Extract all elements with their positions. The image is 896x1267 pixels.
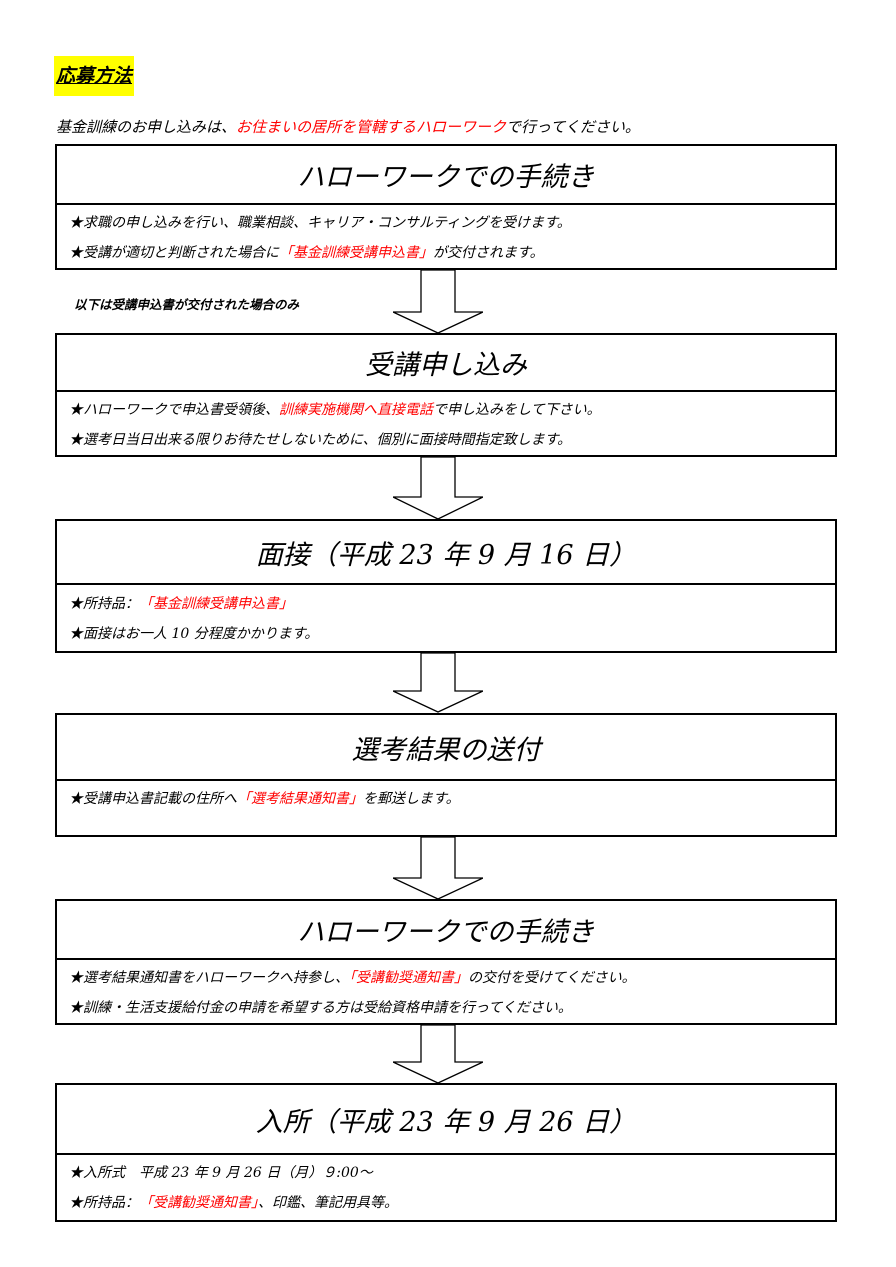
step-box-application: 受講申し込み ★ハローワークで申込書受領後、訓練実施機関へ直接電話で申し込みをし… xyxy=(55,333,837,457)
step-heading: 入所（平成 23 年 9 月 26 日） xyxy=(57,1085,835,1155)
step-body: ★受講申込書記載の住所へ「選考結果通知書」を郵送します。 xyxy=(57,781,835,814)
line-highlight: 「選考結果通知書」 xyxy=(237,791,363,807)
line-text: ★受講申込書記載の住所へ xyxy=(69,791,237,807)
step-line: ★受講申込書記載の住所へ「選考結果通知書」を郵送します。 xyxy=(69,784,835,814)
step-line: ★訓練・生活支援給付金の申請を希望する方は受給資格申請を行ってください。 xyxy=(69,993,835,1023)
line-highlight: 「受講勧奨通知書」 xyxy=(139,1195,258,1211)
step-line: ★選考結果通知書をハローワークへ持参し、「受講勧奨通知書」の交付を受けてください… xyxy=(69,963,835,993)
step-box-hellowork-1: ハローワークでの手続き ★求職の申し込みを行い、職業相談、キャリア・コンサルティ… xyxy=(55,144,837,270)
step-box-hellowork-2: ハローワークでの手続き ★選考結果通知書をハローワークへ持参し、「受講勧奨通知書… xyxy=(55,899,837,1025)
line-text: ★所持品： xyxy=(69,596,139,612)
step-line: ★ハローワークで申込書受領後、訓練実施機関へ直接電話で申し込みをして下さい。 xyxy=(69,395,835,425)
line-text: ★ハローワークで申込書受領後、 xyxy=(69,402,279,418)
condition-note: 以下は受講申込書が交付された場合のみ xyxy=(74,297,300,312)
down-arrow-icon xyxy=(393,457,483,520)
step-heading: ハローワークでの手続き xyxy=(57,146,835,205)
step-body: ★求職の申し込みを行い、職業相談、キャリア・コンサルティングを受けます。 ★受講… xyxy=(57,205,835,268)
line-text: の交付を受けてください。 xyxy=(468,970,636,986)
line-text: 、印鑑、筆記用具等。 xyxy=(258,1195,398,1211)
step-line: ★受講が適切と判断された場合に「基金訓練受講申込書」が交付されます。 xyxy=(69,238,835,268)
step-line: ★求職の申し込みを行い、職業相談、キャリア・コンサルティングを受けます。 xyxy=(69,208,835,238)
line-highlight: 訓練実施機関へ直接電話 xyxy=(279,402,433,418)
line-text: を郵送します。 xyxy=(363,791,460,807)
line-text: が交付されます。 xyxy=(433,245,544,261)
line-text: ★所持品： xyxy=(69,1195,139,1211)
step-body: ★所持品：「基金訓練受講申込書」 ★面接はお一人 10 分程度かかります。 xyxy=(57,585,835,649)
step-line: ★所持品：「基金訓練受講申込書」 xyxy=(69,589,835,619)
line-highlight: 「基金訓練受講申込書」 xyxy=(279,245,433,261)
intro-after: で行ってください。 xyxy=(506,118,640,136)
line-text: ★受講が適切と判断された場合に xyxy=(69,245,279,261)
step-line: ★面接はお一人 10 分程度かかります。 xyxy=(69,619,835,649)
step-heading: 受講申し込み xyxy=(57,335,835,392)
line-text: ★選考日当日出来る限りお待たせしないために、個別に面接時間指定致します。 xyxy=(69,432,572,448)
intro-text: 基金訓練のお申し込みは、お住まいの居所を管轄するハローワークで行ってください。 xyxy=(56,116,640,137)
line-text: ★訓練・生活支援給付金の申請を希望する方は受給資格申請を行ってください。 xyxy=(69,1000,572,1016)
step-heading: 面接（平成 23 年 9 月 16 日） xyxy=(57,521,835,585)
page-title: 応募方法 xyxy=(54,56,135,96)
step-body: ★ハローワークで申込書受領後、訓練実施機関へ直接電話で申し込みをして下さい。 ★… xyxy=(57,392,835,455)
step-box-admission: 入所（平成 23 年 9 月 26 日） ★入所式 平成 23 年 9 月 26… xyxy=(55,1083,837,1222)
line-text: ★面接はお一人 10 分程度かかります。 xyxy=(69,626,319,642)
step-box-result: 選考結果の送付 ★受講申込書記載の住所へ「選考結果通知書」を郵送します。 xyxy=(55,713,837,837)
down-arrow-icon xyxy=(393,653,483,713)
down-arrow-icon xyxy=(393,270,483,334)
step-body: ★選考結果通知書をハローワークへ持参し、「受講勧奨通知書」の交付を受けてください… xyxy=(57,960,835,1023)
intro-highlight: お住まいの居所を管轄するハローワーク xyxy=(236,118,507,136)
step-line: ★選考日当日出来る限りお待たせしないために、個別に面接時間指定致します。 xyxy=(69,425,835,455)
line-text: で申し込みをして下さい。 xyxy=(433,402,601,418)
down-arrow-icon xyxy=(393,837,483,900)
line-highlight: 「基金訓練受講申込書」 xyxy=(139,596,293,612)
line-text: ★選考結果通知書をハローワークへ持参し、 xyxy=(69,970,349,986)
step-line: ★所持品：「受講勧奨通知書」、印鑑、筆記用具等。 xyxy=(69,1188,835,1218)
intro-before: 基金訓練のお申し込みは、 xyxy=(56,118,237,136)
line-highlight: 「受講勧奨通知書」 xyxy=(349,970,468,986)
step-line: ★入所式 平成 23 年 9 月 26 日（月）９:00～ xyxy=(69,1158,835,1188)
step-body: ★入所式 平成 23 年 9 月 26 日（月）９:00～ ★所持品：「受講勧奨… xyxy=(57,1155,835,1218)
step-heading: ハローワークでの手続き xyxy=(57,901,835,960)
line-text: ★求職の申し込みを行い、職業相談、キャリア・コンサルティングを受けます。 xyxy=(69,215,571,231)
down-arrow-icon xyxy=(393,1025,483,1084)
step-box-interview: 面接（平成 23 年 9 月 16 日） ★所持品：「基金訓練受講申込書」 ★面… xyxy=(55,519,837,653)
step-heading: 選考結果の送付 xyxy=(57,715,835,781)
line-text: ★入所式 平成 23 年 9 月 26 日（月）９:00～ xyxy=(69,1165,373,1181)
